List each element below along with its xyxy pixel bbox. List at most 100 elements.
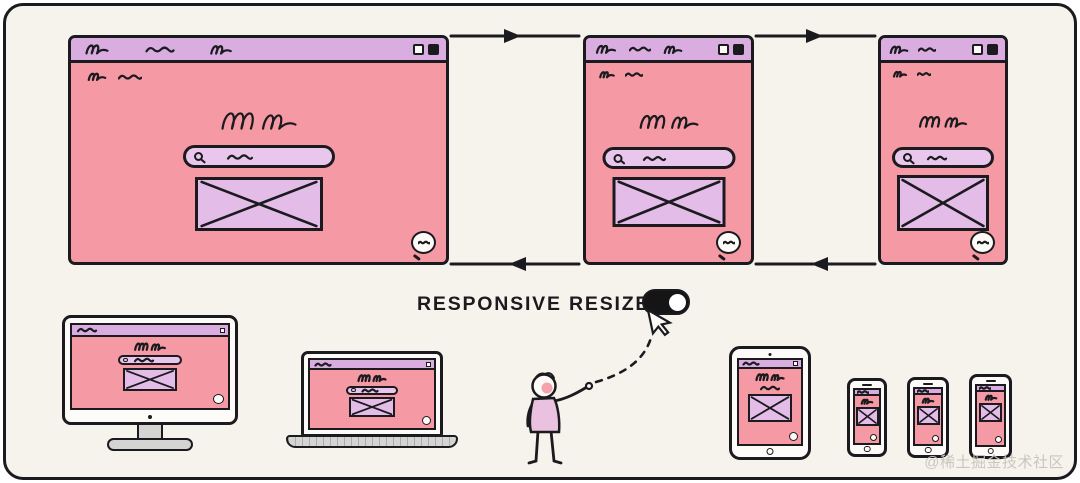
scribble-text	[979, 386, 991, 390]
search-placeholder-scribble	[131, 357, 157, 363]
x-mark	[858, 409, 877, 424]
responsive-resize-toggle[interactable]	[642, 289, 690, 315]
heading-scribble	[906, 113, 980, 130]
window-control-icon	[413, 43, 424, 55]
mini-heading-scribble	[920, 397, 936, 404]
titlebar-scribble	[204, 43, 238, 56]
mini-content	[739, 372, 801, 422]
search-placeholder-scribble	[628, 155, 680, 162]
phone-display	[975, 384, 1006, 447]
mini-search-bar	[346, 385, 398, 395]
titlebar-scribble	[144, 45, 176, 54]
scribble-text	[890, 70, 931, 78]
mini-titlebar	[977, 386, 1004, 392]
bubble-scribble	[418, 240, 430, 245]
mini-content	[977, 394, 1004, 422]
mini-titlebar	[72, 325, 228, 337]
laptop-screen	[301, 351, 443, 437]
mini-chat-bubble	[869, 433, 877, 441]
mini-titlebar	[855, 390, 879, 396]
window-controls	[718, 43, 744, 55]
search-icon	[613, 153, 622, 163]
titlebar-scribble	[661, 44, 685, 55]
titlebar-scribble	[629, 45, 651, 53]
x-mark	[981, 405, 1000, 420]
window-control-icon	[987, 43, 998, 55]
phone-display	[853, 388, 881, 445]
scribble-text	[917, 389, 929, 393]
mini-image-placeholder	[748, 394, 792, 422]
window-control-icon	[718, 43, 729, 55]
tablet-display	[737, 358, 803, 446]
scribble-text	[596, 70, 643, 79]
mini-content	[915, 397, 941, 425]
x-mark	[125, 370, 175, 389]
window-controls	[413, 43, 439, 55]
x-mark	[198, 180, 320, 228]
search-icon	[903, 153, 912, 162]
scribble-text	[313, 362, 333, 367]
search-placeholder-scribble	[359, 388, 381, 393]
mini-chat-bubble	[213, 394, 224, 404]
search-placeholder-scribble	[209, 153, 271, 161]
mini-content	[310, 373, 434, 417]
mini-image-placeholder	[123, 368, 177, 391]
search-icon	[123, 357, 128, 363]
mini-heading-scribble	[353, 373, 391, 383]
search-bar	[602, 147, 735, 169]
phone-left	[847, 378, 887, 457]
scribble-text	[760, 385, 780, 391]
browser-window-large	[68, 35, 449, 265]
window-titlebar	[71, 38, 446, 63]
window-content	[586, 63, 751, 262]
mini-chat-bubble	[994, 435, 1002, 443]
titlebar-scribble	[888, 44, 910, 55]
mini-titlebar	[739, 360, 801, 369]
mini-titlebar	[310, 360, 434, 370]
scribble-text	[75, 327, 99, 333]
mini-chat-bubble	[931, 434, 939, 442]
mini-image-placeholder	[979, 403, 1002, 422]
mini-content	[72, 341, 228, 391]
scribble-text	[83, 71, 142, 82]
window-titlebar	[881, 38, 1005, 63]
mini-window-control	[426, 361, 431, 367]
image-placeholder	[194, 177, 323, 231]
window-content	[881, 63, 1005, 262]
phone-middle	[907, 377, 949, 458]
mini-chat-bubble	[789, 432, 798, 441]
mini-content	[855, 398, 879, 426]
laptop-keyboard	[286, 435, 458, 448]
responsive-resize-label: RESPONSIVE RESIZE	[417, 293, 651, 315]
titlebar-scribble	[593, 43, 619, 55]
x-mark	[351, 399, 393, 415]
image-placeholder	[897, 175, 989, 231]
mini-chat-bubble	[422, 416, 431, 425]
x-mark	[750, 396, 790, 420]
mini-heading-scribble	[128, 341, 172, 352]
watermark: @稀土掘金技术社区	[924, 454, 1064, 471]
window-control-icon	[972, 43, 983, 55]
chat-bubble-icon	[716, 231, 741, 254]
search-icon	[193, 152, 203, 161]
mini-search-bar	[118, 355, 182, 365]
bubble-scribble	[977, 240, 989, 245]
window-controls	[972, 43, 998, 55]
chat-bubble-icon	[411, 231, 436, 254]
mini-titlebar	[915, 389, 941, 395]
titlebar-scribble	[918, 46, 936, 53]
search-bar	[182, 145, 335, 168]
laptop	[286, 351, 458, 448]
chat-bubble-icon	[970, 231, 995, 254]
window-control-icon	[428, 43, 439, 55]
mini-heading-scribble	[983, 394, 999, 401]
mini-image-placeholder	[916, 406, 940, 425]
window-control-icon	[733, 43, 744, 55]
toggle-knob	[668, 293, 686, 311]
mini-image-placeholder	[349, 397, 395, 417]
x-mark	[919, 408, 938, 423]
titlebar-scribble	[78, 42, 116, 56]
image-placeholder	[612, 177, 725, 227]
laptop-display	[308, 358, 436, 430]
scribble-text	[857, 390, 869, 394]
